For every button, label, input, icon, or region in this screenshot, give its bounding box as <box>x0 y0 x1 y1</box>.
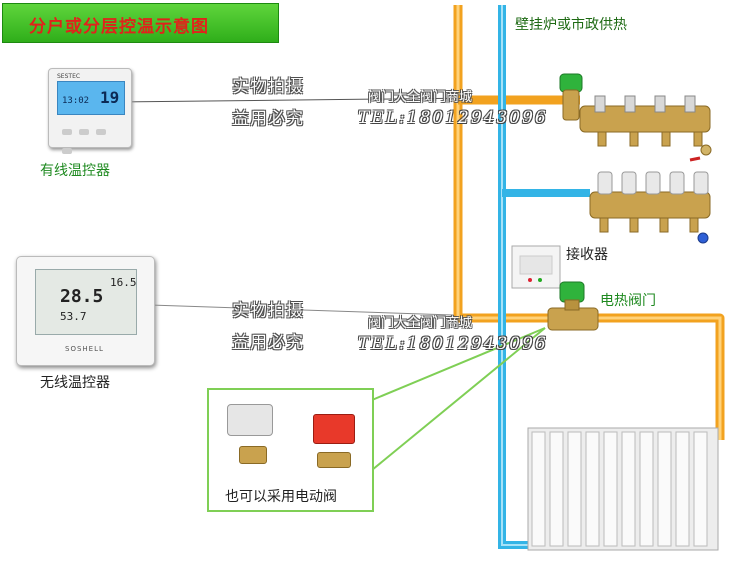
motor-valve-label: 也可以采用电动阀 <box>225 489 337 505</box>
watermark-line1-lower: 实物拍摄 <box>232 301 304 321</box>
watermark-line1-upper: 实物拍摄 <box>232 77 304 97</box>
radiator <box>527 427 719 551</box>
watermark-line2-lower: 益用必究 <box>232 333 304 353</box>
wireless-thermostat: 28.5 16.5 53.7 SOSHELL <box>16 256 155 366</box>
wireless-thermostat-label: 无线温控器 <box>40 375 110 391</box>
supply-pipe-highlight <box>456 5 722 440</box>
wireless-temp-small: 16.5 <box>110 276 137 289</box>
upper-manifold <box>579 95 712 162</box>
wireless-thermostat-screen: 28.5 16.5 53.7 <box>35 269 137 335</box>
wired-thermostat-time: 13:02 <box>62 96 90 106</box>
supply-pipe <box>453 5 725 440</box>
lower-manifold <box>589 171 711 244</box>
wireless-temp-main: 28.5 <box>60 286 104 307</box>
callout-line-1 <box>371 327 546 401</box>
wired-thermostat: SESTEC 13:02 19 <box>48 68 132 154</box>
wired-thermostat-screen: 13:02 19 <box>57 81 125 115</box>
electric-valve-body <box>547 281 599 331</box>
upper-valve <box>559 73 583 121</box>
watermark-tel-upper: TEL:18012943096 <box>358 108 548 128</box>
watermark-shop-upper: 阀门大全阀门商城 <box>368 90 473 105</box>
motor-valve-red-body <box>317 452 351 468</box>
motor-valve-white-body <box>239 446 267 464</box>
diagram-title: 分户或分层控温示意图 <box>29 17 209 37</box>
receiver-box <box>511 245 561 289</box>
wired-thermostat-brand: SESTEC <box>57 73 81 80</box>
return-pipe-highlight <box>501 5 532 546</box>
watermark-shop-lower: 阀门大全阀门商城 <box>368 316 473 331</box>
watermark-tel-lower: TEL:18012943096 <box>358 334 548 354</box>
wired-thermostat-label: 有线温控器 <box>40 163 110 179</box>
electric-valve-label: 电热阀门 <box>600 293 656 309</box>
wired-thermostat-temp: 19 <box>100 88 120 107</box>
title-banner: 分户或分层控温示意图 <box>2 3 279 43</box>
wireless-thermostat-brand: SOSHELL <box>65 345 104 353</box>
boiler-label: 壁挂炉或市政供热 <box>515 17 627 33</box>
watermark-line2-upper: 益用必究 <box>232 109 304 129</box>
callout-line-2 <box>371 327 546 471</box>
motor-valve-red-actuator <box>313 414 355 444</box>
receiver-label: 接收器 <box>566 247 608 263</box>
motor-valve-box: 也可以采用电动阀 <box>207 388 374 512</box>
motor-valve-white-actuator <box>227 404 273 436</box>
wired-thermostat-buttons <box>61 121 119 154</box>
wireless-temp-set: 53.7 <box>60 310 87 323</box>
